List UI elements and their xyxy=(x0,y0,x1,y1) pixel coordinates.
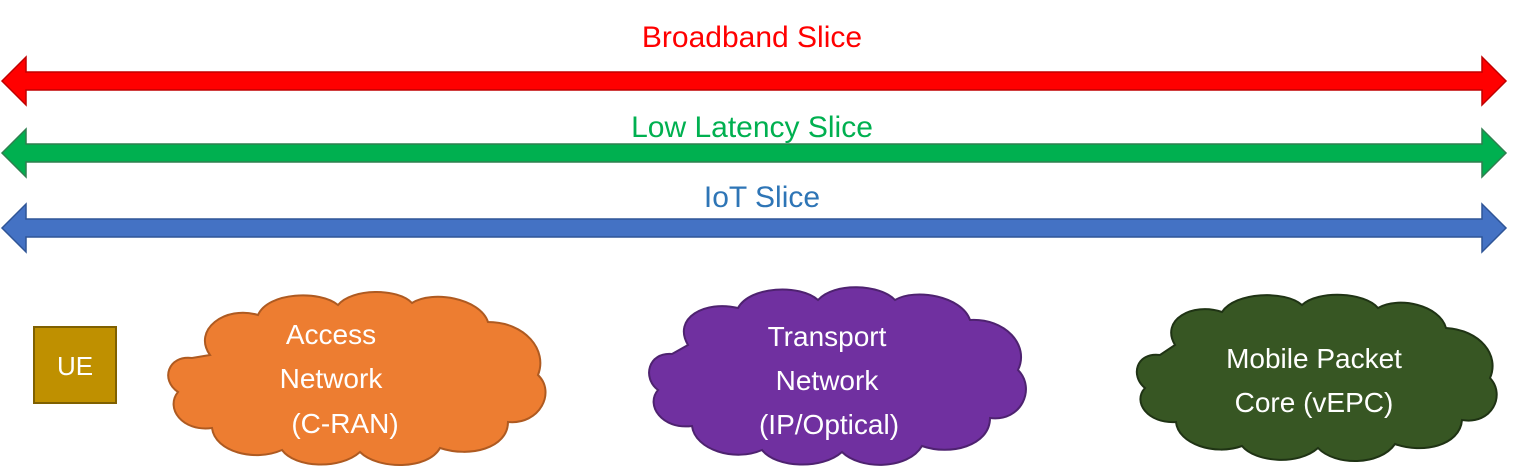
mobile-packet-core-line-1: Mobile Packet xyxy=(1226,343,1402,374)
mobile-packet-core-line-2: Core (vEPC) xyxy=(1235,387,1394,418)
transport-network-cloud: Transport Network (IP/Optical) xyxy=(648,286,1027,466)
access-network-line-1: Access xyxy=(286,319,376,350)
transport-network-line-1: Transport xyxy=(768,321,887,352)
access-network-line-3: (C-RAN) xyxy=(291,408,398,439)
broadband-slice-label: Broadband Slice xyxy=(642,21,862,54)
access-network-cloud: Access Network (C-RAN) xyxy=(167,291,547,467)
low-latency-slice-arrow xyxy=(0,127,1508,179)
transport-network-line-3: (IP/Optical) xyxy=(759,409,899,440)
broadband-slice-arrow xyxy=(0,55,1508,107)
iot-slice-arrow xyxy=(0,202,1508,254)
low-latency-slice-label: Low Latency Slice xyxy=(631,111,873,144)
ue-label: UE xyxy=(57,351,93,381)
iot-slice-label: IoT Slice xyxy=(704,181,820,214)
ue-box xyxy=(33,326,117,404)
transport-network-line-2: Network xyxy=(776,365,880,396)
mobile-packet-core-cloud: Mobile Packet Core (vEPC) xyxy=(1135,293,1498,462)
access-network-line-2: Network xyxy=(280,363,384,394)
